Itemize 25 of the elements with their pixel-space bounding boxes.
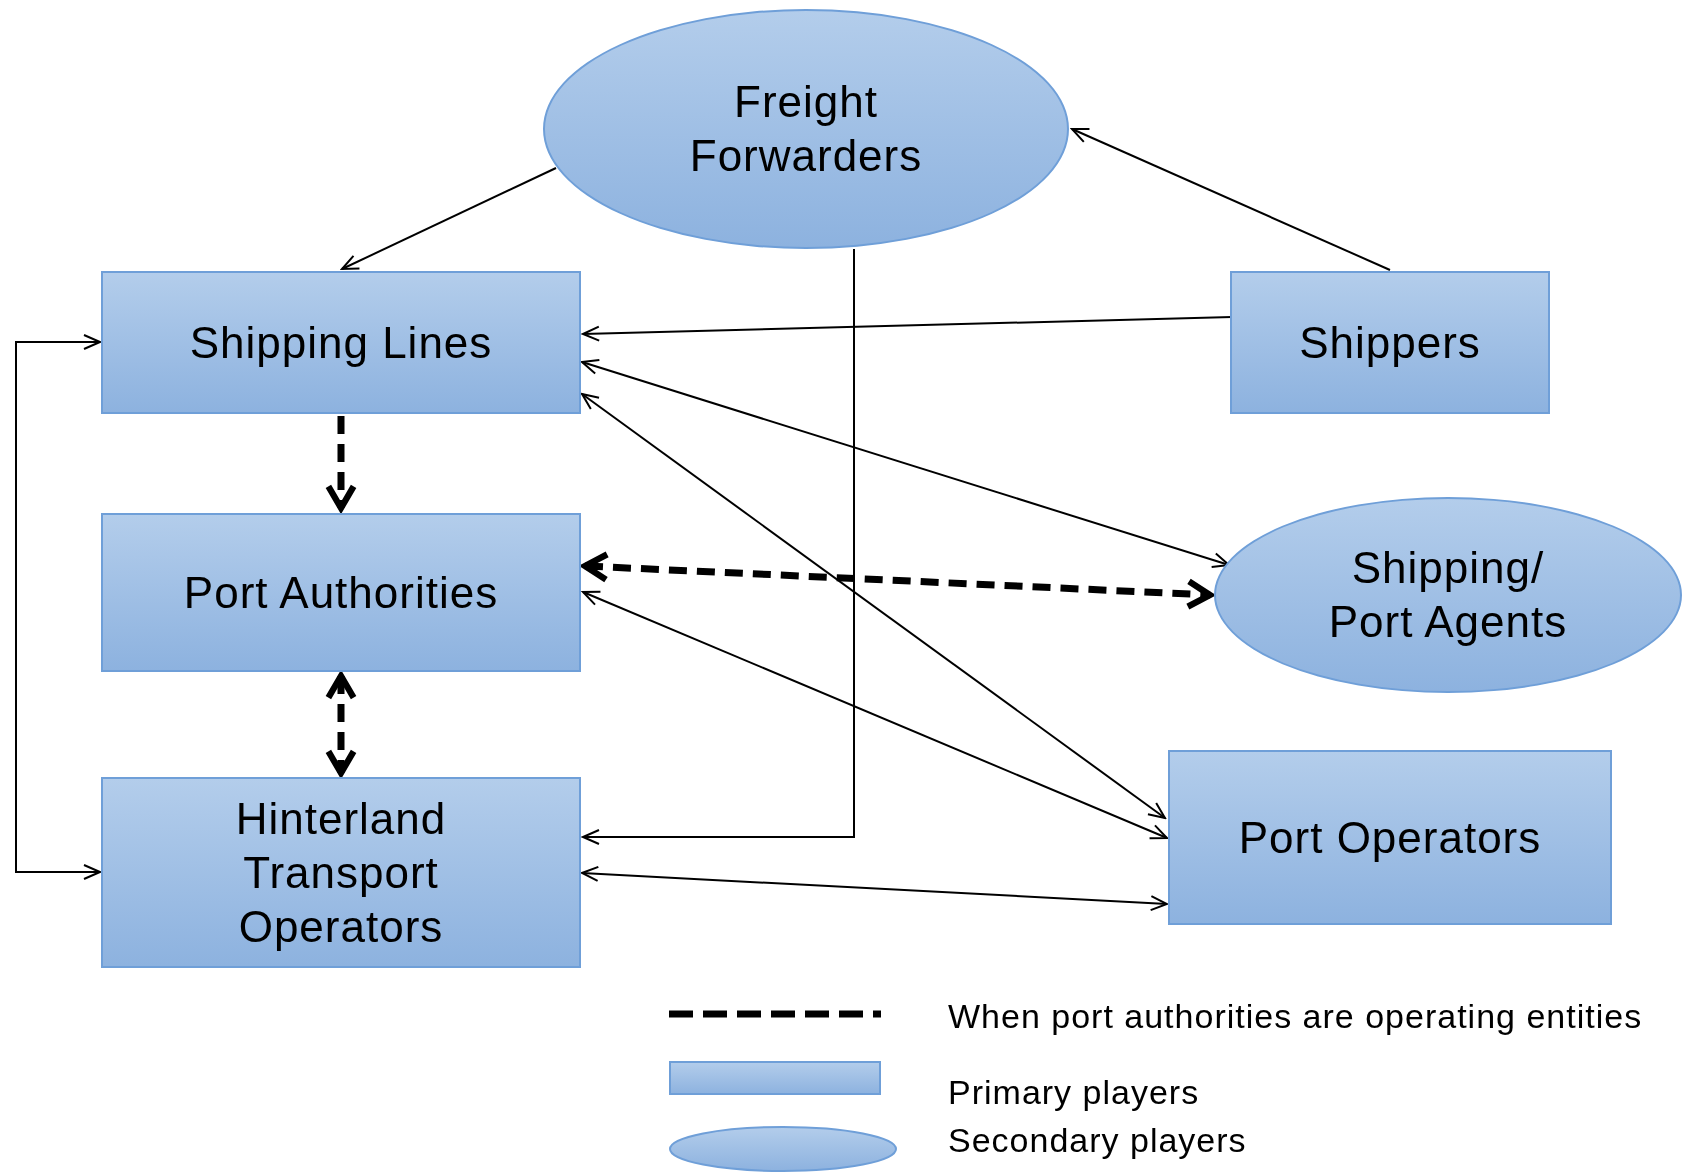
arrow: [1071, 128, 1391, 271]
arrow: [15, 334, 101, 880]
player-box: [1168, 750, 1612, 925]
arrow: [325, 416, 357, 512]
player-box: [101, 271, 581, 414]
legend-text: Primary players: [948, 1072, 1200, 1112]
player-box: [101, 513, 581, 672]
player-label: Port Authorities: [183, 566, 499, 619]
arrow: [581, 551, 1214, 610]
arrow: [341, 167, 557, 270]
player-label: Freight Forwarders: [688, 76, 924, 182]
player-label: Shipping/ Port Agents: [1327, 542, 1569, 648]
player-label: Shippers: [1299, 316, 1481, 369]
arrow: [581, 393, 1166, 819]
player-label: Shipping Lines: [189, 316, 493, 369]
player-label: Hinterland Transport Operators: [234, 792, 448, 953]
arrow: [325, 672, 357, 777]
player-label: Port Operators: [1238, 811, 1542, 864]
legend-text: When port authorities are operating entities: [948, 996, 1643, 1036]
player-box: [1230, 271, 1550, 414]
arrow: [582, 248, 855, 845]
arrow: [581, 865, 1168, 912]
player-box: [101, 777, 581, 968]
arrow: [582, 590, 1168, 840]
legend-text: Secondary players: [948, 1120, 1247, 1160]
